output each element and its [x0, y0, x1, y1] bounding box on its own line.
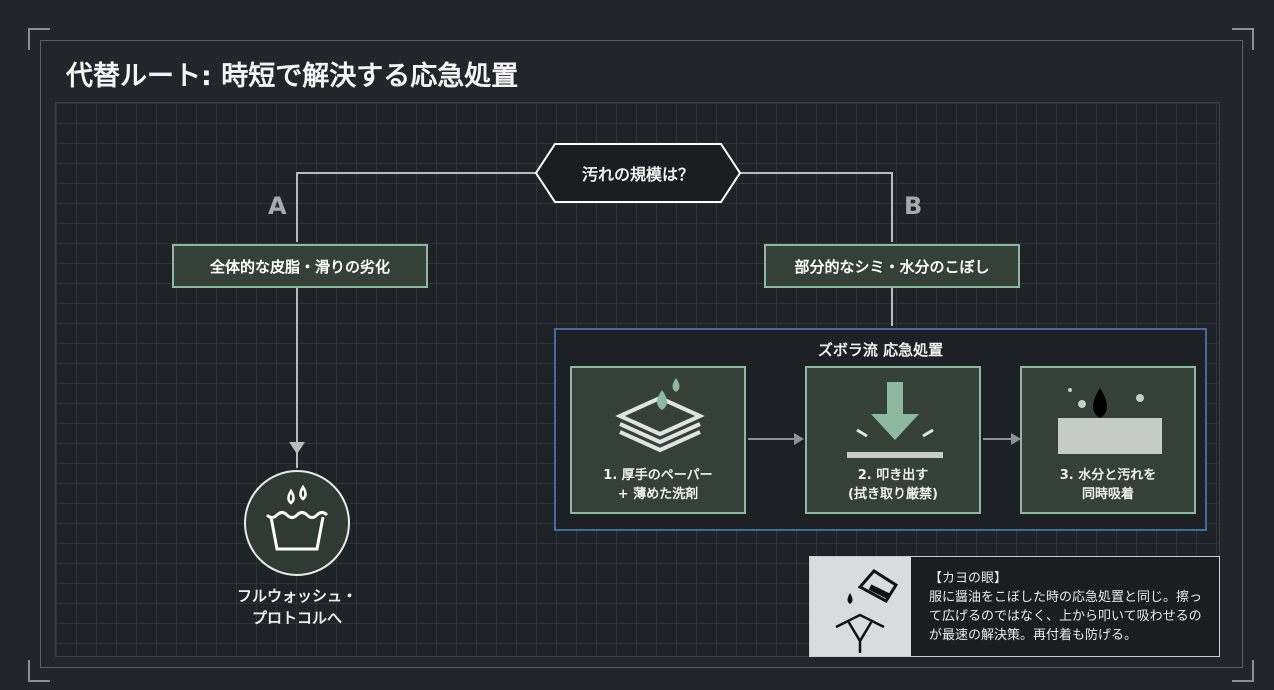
result-line: プロトコルへ [251, 609, 342, 627]
step-text: 同時吸着 [1081, 487, 1134, 502]
step-text: (拭き取り厳禁) [848, 487, 938, 502]
outer-frame [40, 40, 1243, 668]
step-text: 1. 厚手のペーパー [603, 468, 713, 483]
press-down-icon [847, 382, 943, 458]
tip-body: 服に醤油をこぼした時の応急処置と同じ。擦って広げるのではなく、上から叩いて吸わせ… [929, 590, 1203, 643]
step-text: 2. 叩き出す [857, 468, 929, 483]
arrow-right-icon [748, 433, 804, 445]
arrow-right-icon [983, 433, 1021, 445]
step-text: 3. 水分と汚れを [1059, 468, 1157, 483]
absorb-stain-icon [1058, 388, 1162, 454]
branch-b-label: B [904, 192, 923, 220]
washtub-icon [244, 470, 350, 576]
result-label: フルウォッシュ・ プロトコルへ [200, 585, 394, 629]
branch-b-node: 部分的なシミ・水分のこぼし [764, 244, 1020, 288]
panel-title: ズボラ流 応急処置 [817, 341, 944, 359]
result-line: フルウォッシュ・ [236, 587, 357, 605]
connector [296, 288, 298, 468]
decision-label: 汚れの規模は？ [581, 165, 694, 184]
step-text: + 薄めた洗剤 [617, 487, 699, 502]
connector [296, 172, 298, 242]
tip-heading: 【カヨの眼】 [929, 571, 1008, 586]
step-3: 3. 水分と汚れを同時吸着 [1020, 366, 1196, 514]
branch-a-node: 全体的な皮脂・滑りの劣化 [172, 244, 428, 288]
corner-mark [1232, 28, 1254, 50]
quick-fix-panel: ズボラ流 応急処置 1. 厚手のペーパー + 薄めた洗剤 2. 叩き出す (拭き取り… [554, 328, 1207, 531]
connector [296, 172, 536, 174]
page-title: 代替ルート: 時短で解決する応急処置 [66, 61, 519, 92]
connector [740, 172, 892, 174]
tip-card: 【カヨの眼】 服に醤油をこぼした時の応急処置と同じ。擦って広げるのではなく、上か… [809, 556, 1220, 657]
arrow-down-icon [289, 442, 305, 454]
step-1: 1. 厚手のペーパー + 薄めた洗剤 [570, 366, 746, 514]
shirt-stain-icon [810, 557, 911, 656]
paper-stack-icon [615, 378, 705, 453]
corner-mark [28, 660, 50, 682]
corner-mark [28, 28, 50, 50]
step-2: 2. 叩き出す (拭き取り厳禁) [805, 366, 981, 514]
decision-diamond [534, 143, 742, 203]
connector [891, 288, 893, 326]
branch-a-label: A [268, 192, 287, 220]
connector [891, 172, 893, 242]
corner-mark [1232, 660, 1254, 682]
